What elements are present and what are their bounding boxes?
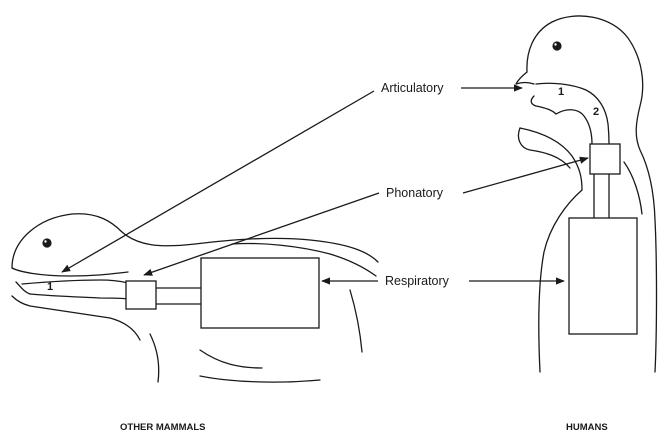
mammal-rear-line xyxy=(349,289,363,353)
caption-humans: HUMANS xyxy=(566,422,608,433)
mammal-tract-upper xyxy=(21,279,129,285)
mammal-tract-number: 1 xyxy=(47,281,53,293)
mammal-chest-curve xyxy=(199,349,263,369)
human-neck-front xyxy=(519,127,583,191)
mammal-lower-jaw xyxy=(11,295,141,341)
mammal-tract-lower xyxy=(29,293,129,300)
mammal-mouth-curve xyxy=(15,281,31,295)
human-torso-back xyxy=(623,161,643,215)
mammal-upper-jaw xyxy=(11,267,129,277)
mammal-belly-line xyxy=(199,375,321,383)
human-tract-lower xyxy=(555,109,593,145)
arrows xyxy=(61,84,589,285)
human-oral-number: 1 xyxy=(558,86,564,98)
phonatory-label: Phonatory xyxy=(386,186,444,200)
human-lungs-box xyxy=(568,217,638,335)
human-pharynx-number: 2 xyxy=(593,106,599,118)
articulatory-label: Articulatory xyxy=(381,81,444,95)
human-head-outline xyxy=(526,15,658,373)
human-figure: 1 2 xyxy=(515,15,658,373)
human-throat-curve xyxy=(517,127,571,169)
mammal-larynx-box xyxy=(125,280,157,310)
mammal-eye xyxy=(42,238,52,248)
caption-other-mammals: OTHER MAMMALS xyxy=(120,422,206,433)
phonatory-arrow-mammal xyxy=(143,192,380,276)
human-larynx-box xyxy=(589,143,621,175)
human-jaw xyxy=(530,95,557,115)
mammal-neck-curve xyxy=(149,333,160,383)
mammal-head-outline xyxy=(11,213,379,269)
human-torso-front xyxy=(538,189,583,373)
mammal-back-line xyxy=(231,242,377,277)
phonatory-arrow-human xyxy=(462,156,589,194)
human-face-upper xyxy=(515,71,535,85)
respiratory-label: Respiratory xyxy=(385,274,450,288)
human-eye xyxy=(552,41,562,51)
mammal-lungs-box xyxy=(200,257,320,329)
human-tract-upper xyxy=(535,82,610,145)
mammal-figure: 1 xyxy=(11,213,379,383)
articulatory-arrow-mammal xyxy=(61,90,375,273)
